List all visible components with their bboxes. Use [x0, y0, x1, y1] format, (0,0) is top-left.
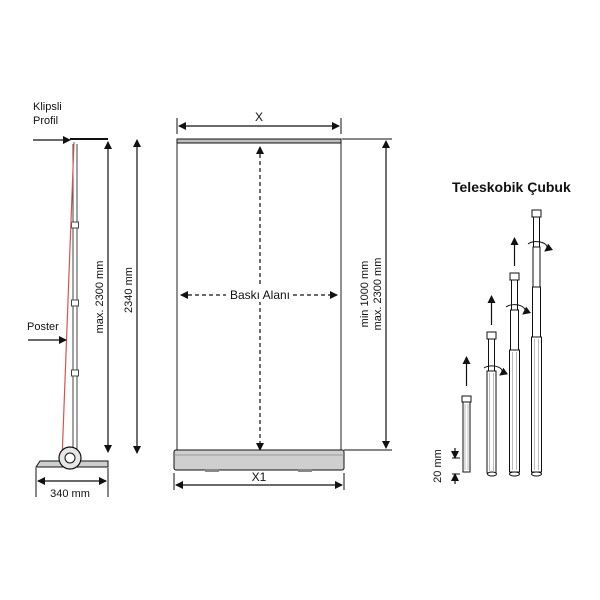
pole-stage-3-foot [509, 471, 520, 477]
total-height-label: 2340 mm [123, 267, 135, 313]
telescopic-pole-section: Teleskobik Çubuk 20 mm [432, 179, 571, 484]
side-base-roller [64, 452, 76, 464]
base-depth-label: 340 mm [50, 488, 90, 500]
pole-stage-2-foot [487, 471, 497, 477]
pole-stage-2-cap [486, 331, 497, 340]
pole-stage-4-lower-tube [531, 336, 542, 473]
pole-stage-3 [505, 237, 531, 477]
height-range-label-min: min 1000 mm [359, 261, 371, 328]
front-view: X Baskı Alanı X1 min 1000 mm max. 2300 m… [173, 110, 392, 490]
section-length-label: 20 mm [432, 449, 444, 483]
clip-profile-label-line2: Profil [33, 115, 58, 127]
side-pole-joint [71, 221, 79, 229]
pole-stage-4-upper-tube [532, 246, 541, 288]
print-area-label-bg [228, 286, 291, 302]
pole-stage-4-middle-tube [532, 286, 541, 338]
top-width-label: X [255, 110, 263, 124]
pole-stage-1-tube [462, 401, 471, 473]
pole-stage-2-rotate-arrow [483, 365, 509, 376]
side-poster-line [61, 141, 75, 461]
pole-stage-3-top-tube [511, 279, 518, 311]
clip-profile-label-line1: Klipsli [33, 101, 62, 113]
bottom-width-label: X1 [252, 470, 267, 484]
banner-base-cassette [173, 449, 345, 471]
pole-stage-4-foot [531, 471, 542, 477]
pole-stage-3-rotate-arrow [505, 304, 531, 315]
pole-stage-4-rotate-arrow [527, 241, 553, 252]
pole-stage-4-top-tube [533, 216, 540, 248]
pole-stage-2-lower-tube [486, 370, 497, 474]
cassette-foot-left [205, 469, 219, 472]
pole-height-label: max. 2300 mm [94, 261, 106, 334]
side-pole-joint [71, 299, 79, 307]
pole-stage-3-middle-tube [510, 309, 519, 351]
pole-stage-4-cap [531, 209, 542, 218]
height-range-label-max: max. 2300 mm [372, 258, 384, 331]
cassette-foot-right [298, 469, 312, 472]
side-pole-joint [71, 369, 79, 377]
print-area-label: Baskı Alanı [230, 288, 290, 302]
pole-stage-4 [527, 209, 553, 477]
banner-top-rail [176, 138, 342, 144]
pole-stage-2 [483, 295, 509, 477]
pole-stage-1: 20 mm [432, 356, 472, 484]
telescopic-pole-title: Teleskobik Çubuk [452, 179, 571, 195]
pole-stage-3-cap [509, 272, 520, 281]
pole-stage-3-lower-tube [509, 349, 520, 473]
pole-stage-1-cap [461, 395, 472, 403]
poster-label: Poster [27, 321, 59, 333]
side-view: Klipsli Profil Poster max. 2300 mm 2340 … [27, 101, 141, 500]
